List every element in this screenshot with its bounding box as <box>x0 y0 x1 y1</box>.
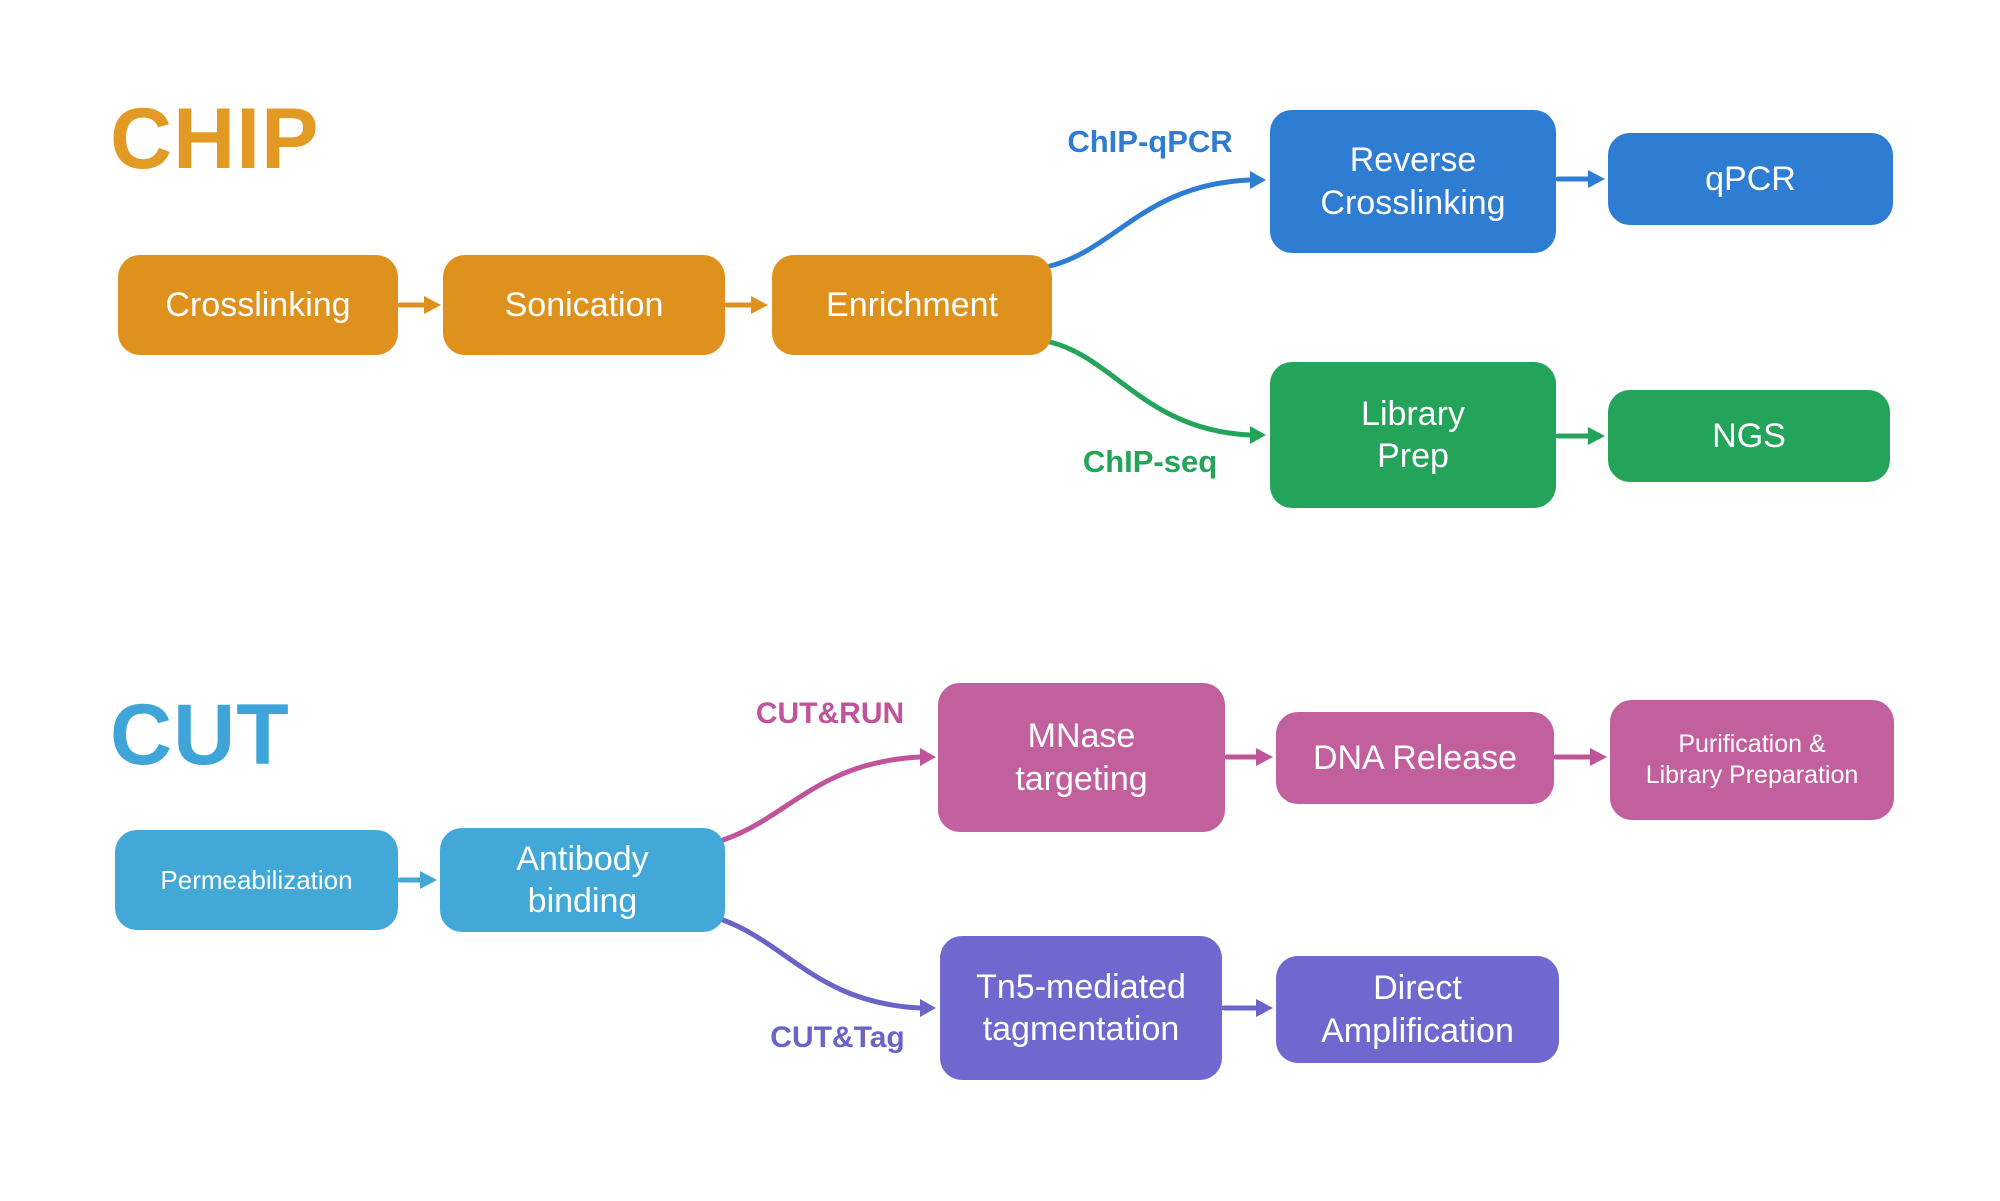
arrow-mnase-dna-release <box>1224 748 1273 766</box>
arrow-sonication-enrichment <box>724 296 768 314</box>
step-qpcr: qPCR <box>1608 133 1893 225</box>
arrow-dna-release-purification <box>1553 748 1607 766</box>
step-sonication: Sonication <box>443 255 725 355</box>
branch-label-cut-tag: CUT&Tag <box>770 1021 905 1054</box>
arrow-antibody-binding-mnase <box>720 748 936 843</box>
arrow-crosslinking-sonication <box>397 296 441 314</box>
arrow-reverse-crosslinking-qpcr <box>1555 170 1605 188</box>
step-antibody-binding: Antibody binding <box>440 828 725 932</box>
branch-label-chip-seq: ChIP-seq <box>1082 444 1218 479</box>
branch-label-cut-run: CUT&RUN <box>755 697 905 730</box>
step-permeabilization: Permeabilization <box>115 830 398 930</box>
step-library-prep: Library Prep <box>1270 362 1556 508</box>
cut-section-title: CUT <box>110 687 290 783</box>
step-enrichment: Enrichment <box>772 255 1052 355</box>
arrow-enrichment-reverse-crosslinking <box>1047 171 1266 269</box>
step-dna-release: DNA Release <box>1276 712 1554 804</box>
branch-label-chip-qpcr: ChIP-qPCR <box>1067 124 1233 159</box>
arrow-antibody-binding-tn5 <box>720 917 936 1017</box>
step-ngs: NGS <box>1608 390 1890 482</box>
step-tn5-mediated-tagmentation: Tn5-mediated tagmentation <box>940 936 1222 1080</box>
step-reverse-crosslinking: Reverse Crosslinking <box>1270 110 1556 253</box>
arrow-library-prep-ngs <box>1555 427 1605 445</box>
arrow-enrichment-library-prep <box>1047 339 1266 444</box>
step-mnase-targeting: MNase targeting <box>938 683 1225 832</box>
chip-section-title: CHIP <box>110 91 320 187</box>
arrow-tn5-direct-amplification <box>1221 999 1273 1017</box>
step-crosslinking: Crosslinking <box>118 255 398 355</box>
step-purification-library-preparation: Purification & Library Preparation <box>1610 700 1894 820</box>
step-direct-amplification: Direct Amplification <box>1276 956 1559 1063</box>
arrow-permeabilization-antibody-binding <box>397 871 437 889</box>
